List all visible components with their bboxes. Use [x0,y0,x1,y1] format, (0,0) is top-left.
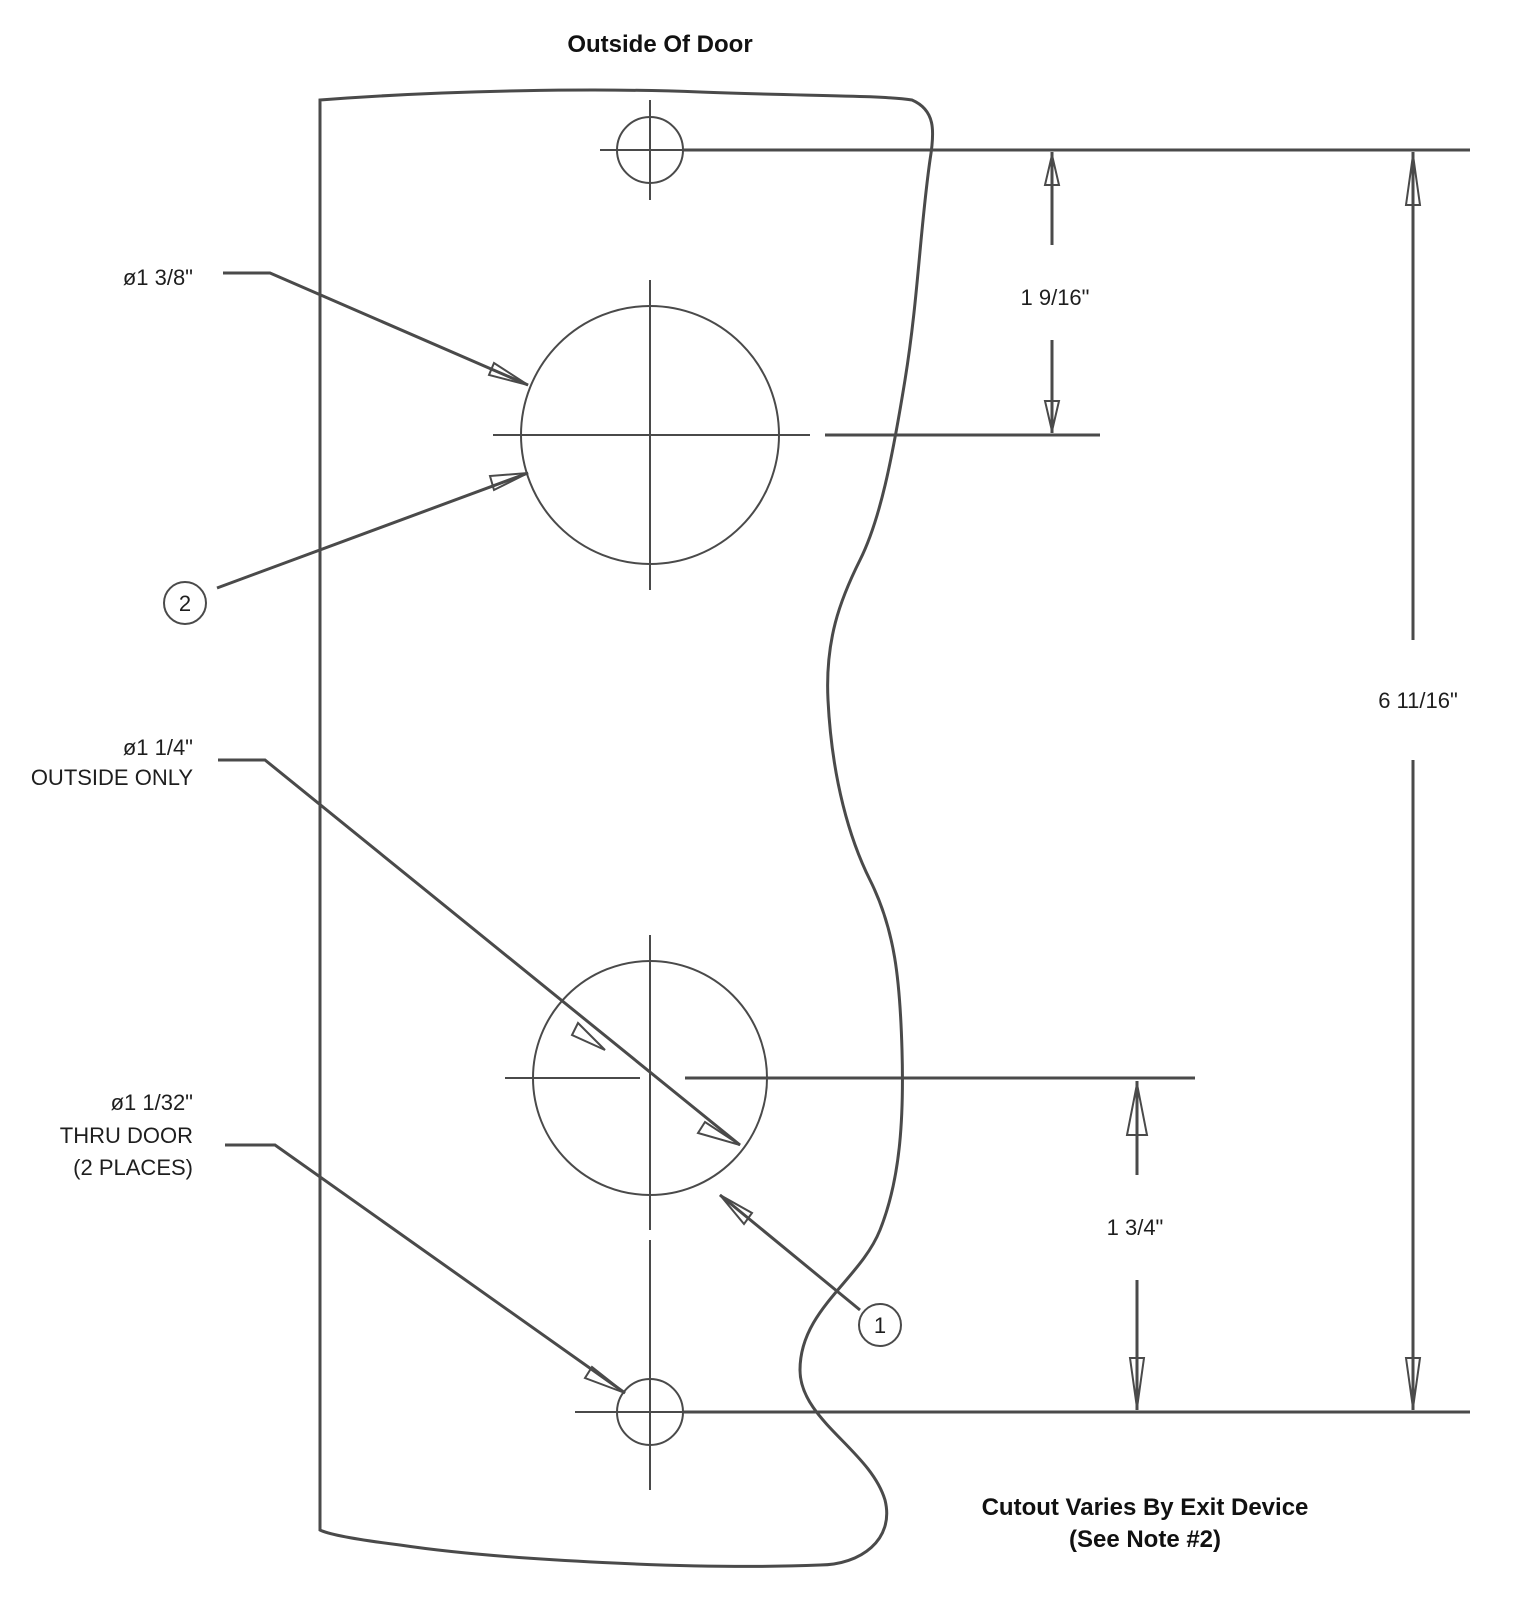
arrow-head [1128,1357,1146,1409]
label-small-hole-note2: (2 PLACES) [73,1155,193,1180]
footer-line-2: (See Note #2) [1069,1526,1221,1553]
door-outline [318,88,935,1568]
arrow-head [1404,1357,1422,1409]
arrow-head [1404,154,1422,206]
leader-line [223,271,529,387]
callout-2-text: 2 [179,591,191,616]
drawing-title: Outside Of Door [567,31,752,58]
dim-top-spacing: 1 9/16" [1021,285,1090,310]
dim-overall: 6 11/16" [1378,688,1458,713]
label-small-hole-note1: THRU DOOR [60,1123,193,1148]
callout-1-text: 1 [874,1313,886,1338]
arrow-head [696,1120,741,1146]
arrow-head [1043,154,1061,186]
arrow-head [1125,1083,1149,1136]
arrow-head [488,472,529,492]
arrow-head [1043,400,1061,432]
footer-line-1: Cutout Varies By Exit Device [982,1494,1309,1521]
callout-2-circle [163,581,207,625]
label-hole-top-dia: ø1 3/8" [123,265,193,290]
label-hole-bottom-note: OUTSIDE ONLY [31,765,194,790]
leader-line [216,471,529,590]
arrow-head [583,1365,626,1394]
label-hole-bottom-dia: ø1 1/4" [123,735,193,760]
leader-line [218,758,741,1147]
callout-1-circle [858,1303,902,1347]
leader-line [719,1193,861,1312]
label-small-hole-dia: ø1 1/32" [111,1090,193,1115]
arrow-head [570,1021,606,1051]
leader-line [225,1143,626,1395]
arrow-head [719,1194,754,1226]
arrow-head [487,361,529,386]
dim-bottom-spacing: 1 3/4" [1107,1215,1164,1240]
